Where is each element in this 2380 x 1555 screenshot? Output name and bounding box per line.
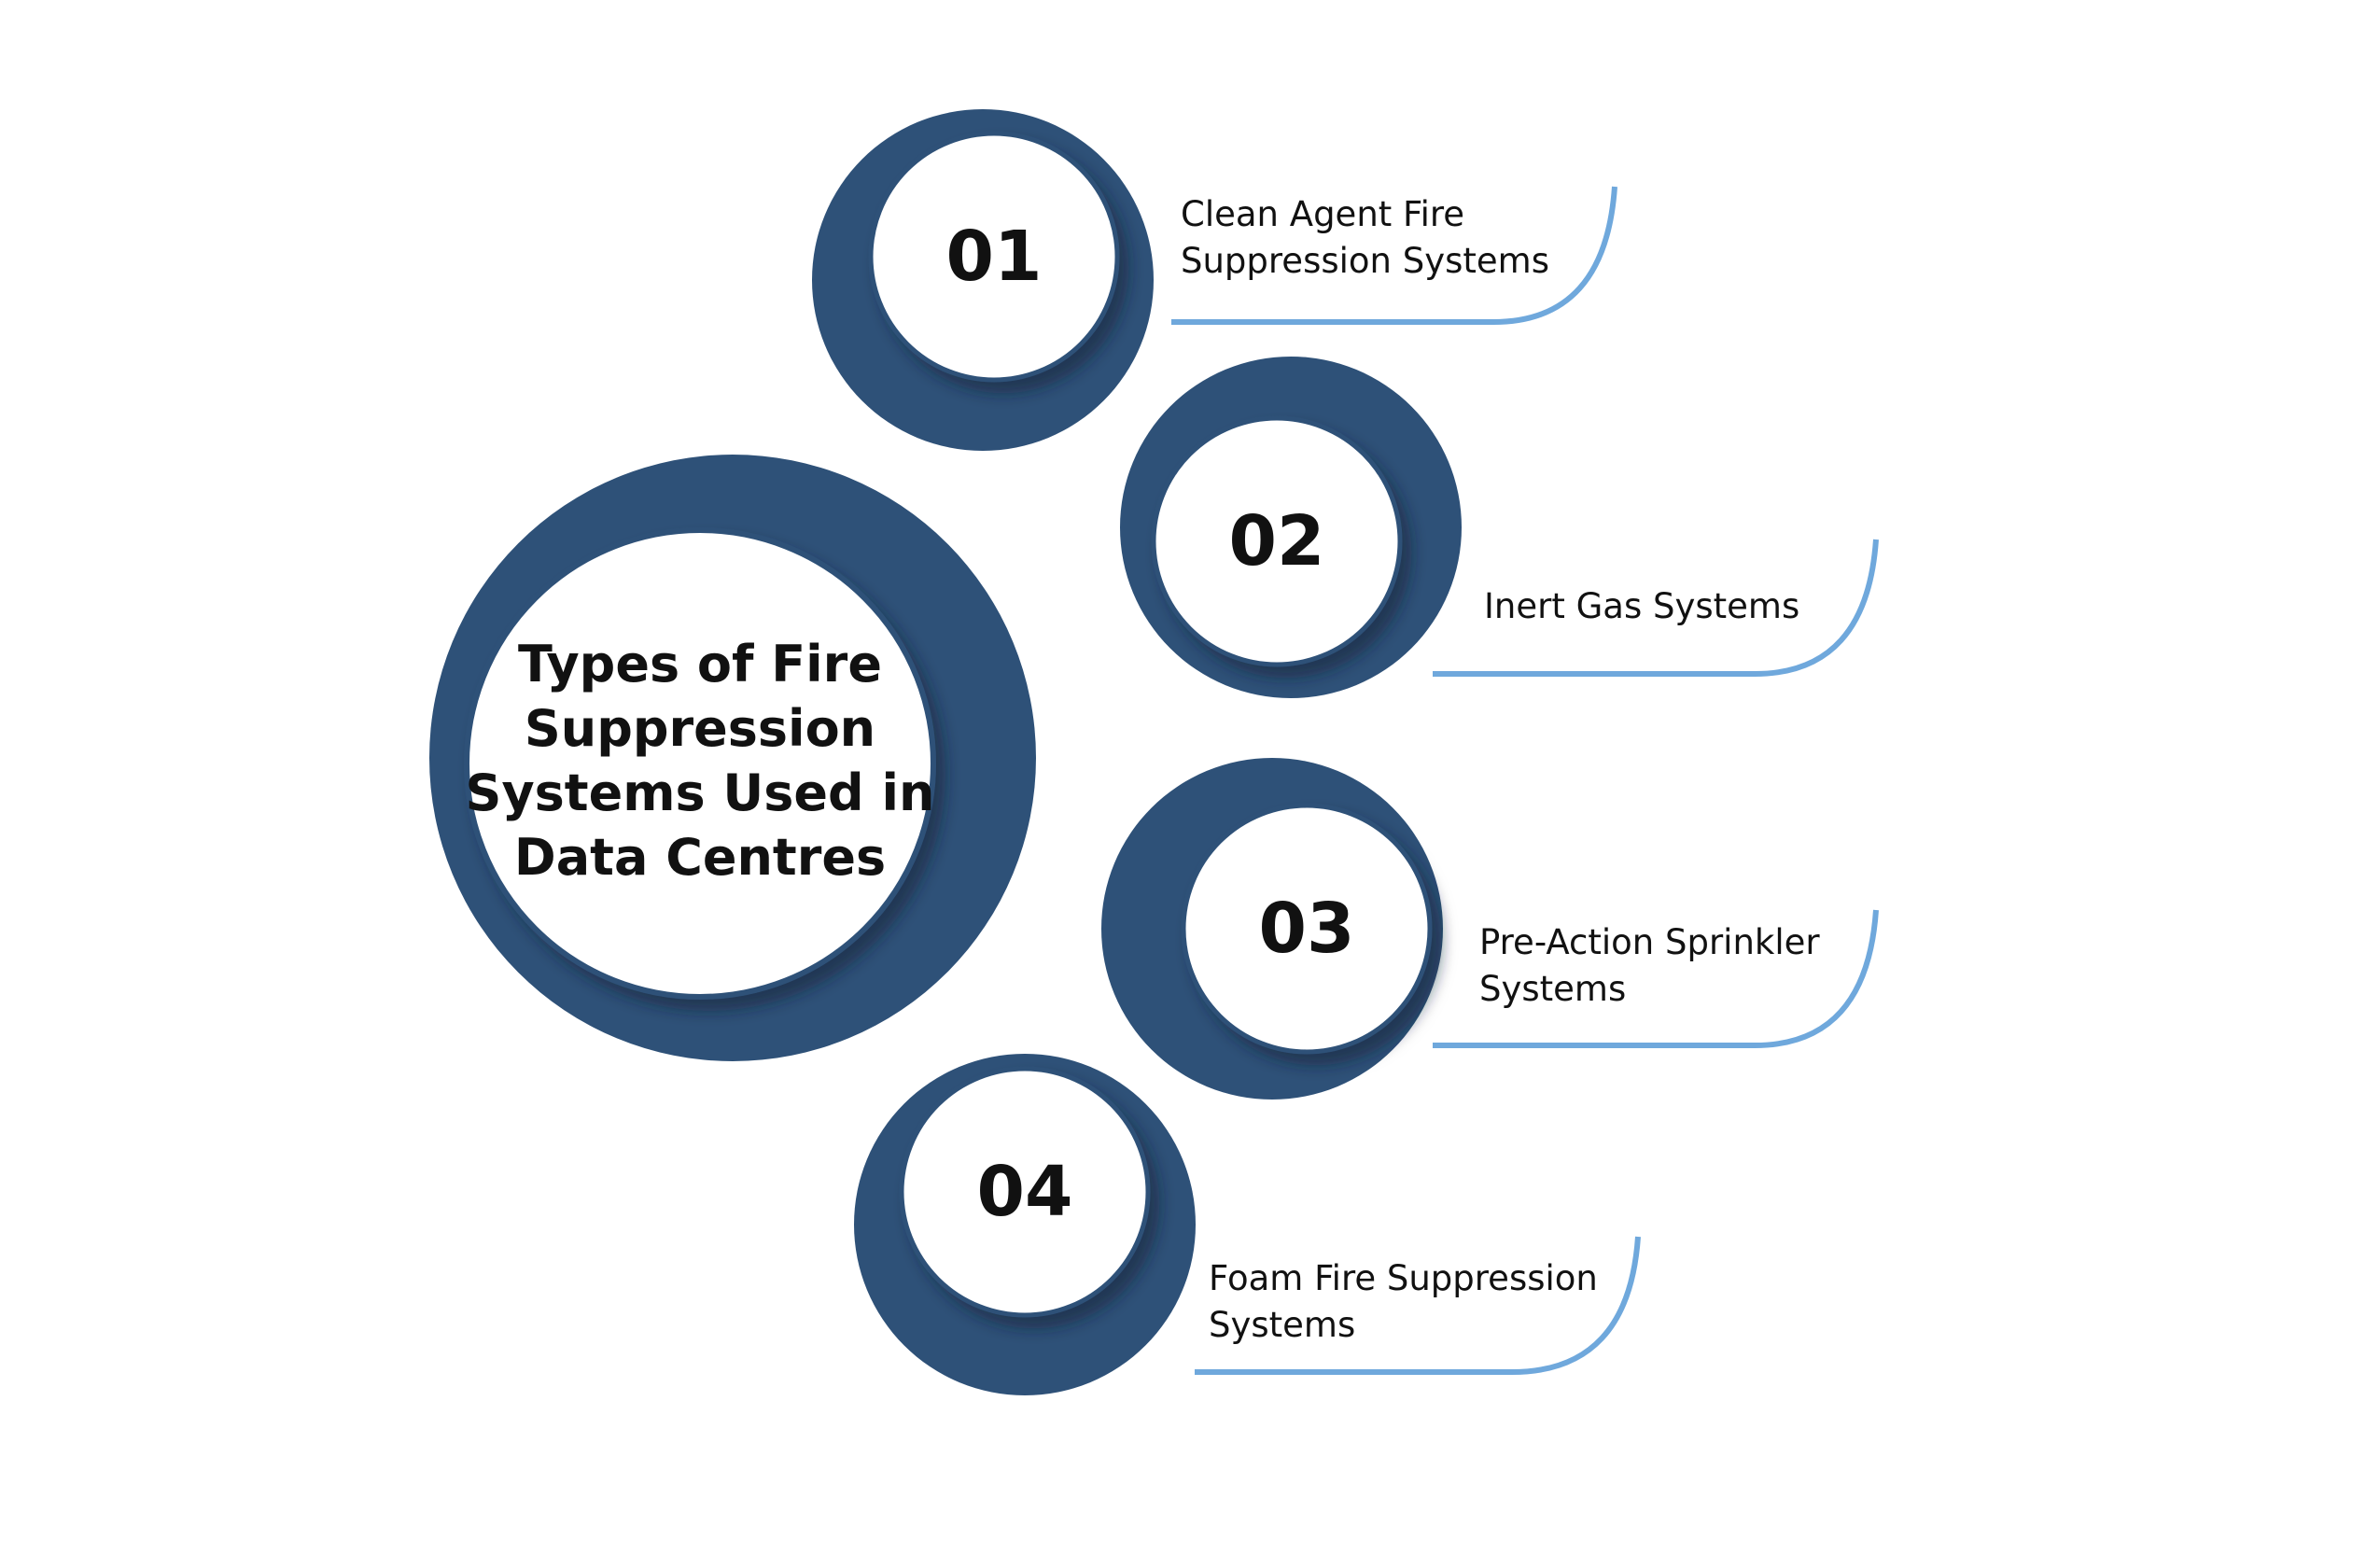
- item-03-number: 03: [1258, 889, 1355, 969]
- center-circle: [429, 455, 1036, 1061]
- connector-04: [1195, 1236, 1641, 1375]
- item-04-label: Foam Fire Suppression Systems: [1209, 1258, 1598, 1345]
- connector-01: [1171, 186, 1617, 325]
- connector-02: [1433, 539, 1879, 677]
- circle-04: [854, 1054, 1196, 1395]
- circle-02: [1120, 357, 1462, 698]
- circle-01: [812, 109, 1154, 451]
- item-03-label: Pre-Action Sprinkler Systems: [1479, 922, 1820, 1009]
- item-01-label: Clean Agent Fire Suppression Systems: [1181, 194, 1550, 281]
- item-02-number: 02: [1228, 501, 1325, 581]
- item-01-number: 01: [945, 217, 1043, 297]
- item-02-label: Inert Gas Systems: [1484, 586, 1800, 626]
- center-title: Types of Fire Suppression Systems Used i…: [465, 635, 935, 887]
- item-04-number: 04: [976, 1152, 1073, 1232]
- connector-03: [1433, 909, 1879, 1048]
- circle-03: [1101, 758, 1443, 1100]
